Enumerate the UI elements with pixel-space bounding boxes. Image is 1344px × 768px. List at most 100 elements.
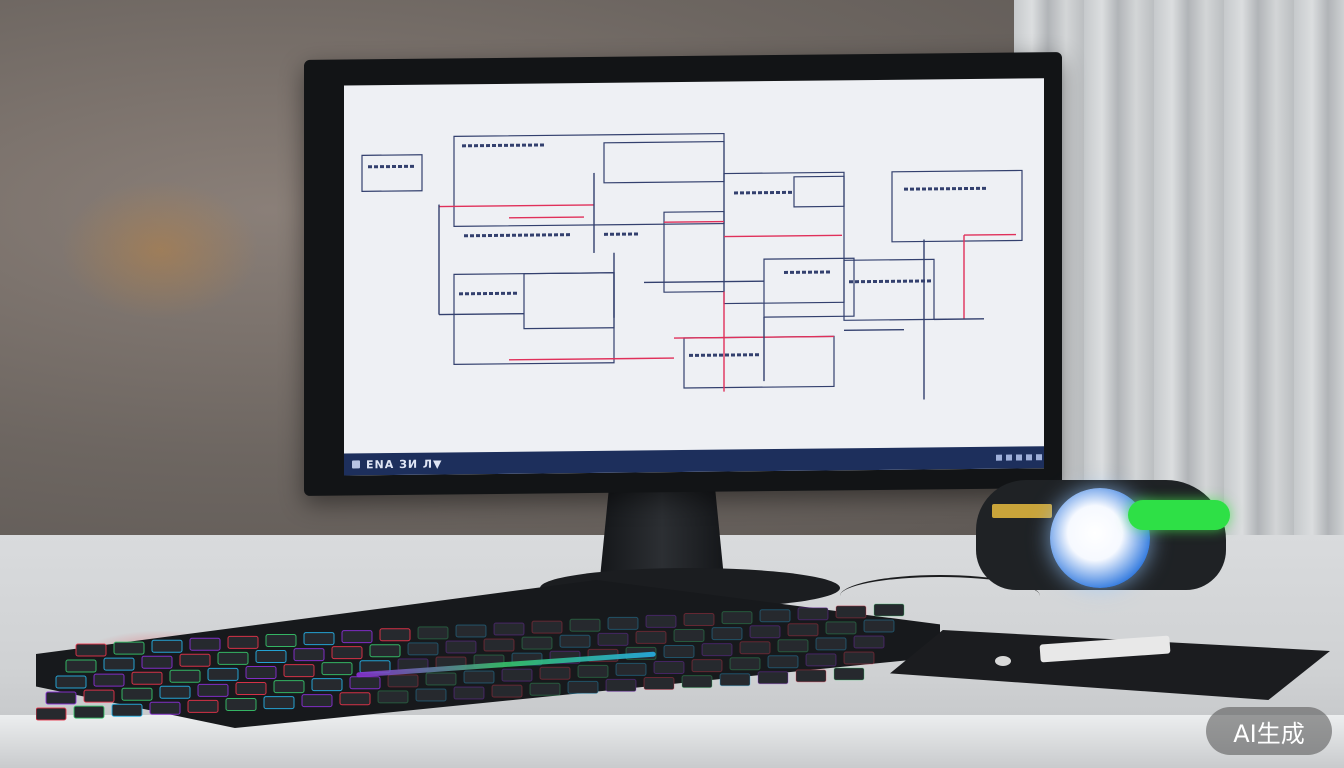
keyboard-keys: [36, 603, 905, 721]
diagram-label-mark: [964, 187, 968, 191]
diagram-label-mark: [713, 353, 717, 357]
keyboard-key: [151, 639, 183, 653]
diagram-wire: [439, 312, 524, 316]
keyboard-key: [349, 676, 381, 690]
keyboard-key: [673, 629, 705, 643]
diagram-label-mark: [498, 143, 502, 147]
keyboard-key: [531, 620, 563, 634]
diagram-label-mark: [808, 270, 812, 274]
keyboard-key: [197, 683, 229, 697]
keyboard-key: [645, 614, 677, 628]
keyboard-key: [759, 609, 791, 623]
keyboard-key: [113, 641, 145, 655]
keyboard-key: [265, 633, 297, 647]
diagram-label-mark: [719, 353, 723, 357]
diagram-label-mark: [634, 232, 638, 236]
diagram-label-mark: [796, 270, 800, 274]
diagram-label-mark: [464, 234, 468, 238]
keyboard-key: [521, 636, 553, 650]
diagram-label-mark: [897, 279, 901, 283]
keyboard-key: [415, 688, 447, 702]
keyboard-key: [141, 655, 173, 669]
diagram-label-mark: [782, 190, 786, 194]
diagram-label-mark: [494, 233, 498, 237]
diagram-label-mark: [518, 233, 522, 237]
diagram-label-mark: [916, 187, 920, 191]
diagram-label-mark: [510, 143, 514, 147]
keyboard-key: [597, 632, 629, 646]
diagram-label-mark: [758, 191, 762, 195]
keyboard-key: [843, 651, 875, 665]
system-tray: [996, 454, 1042, 461]
keyboard-key: [303, 632, 335, 646]
diagram-block: [453, 272, 615, 366]
keyboard-key: [681, 675, 713, 689]
ai-generated-watermark: AI生成: [1206, 707, 1332, 755]
diagram-label-mark: [540, 143, 544, 147]
keyboard-key: [567, 680, 599, 694]
keyboard-key: [149, 701, 181, 715]
diagram-wire: [674, 335, 834, 339]
diagram-label-mark: [802, 270, 806, 274]
diagram-label-mark: [725, 353, 729, 357]
diagram-label-mark: [506, 233, 510, 237]
diagram-label-mark: [465, 292, 469, 296]
diagram-label-mark: [616, 232, 620, 236]
keyboard-key: [387, 674, 419, 688]
keyboard-key: [539, 666, 571, 680]
diagram-label-mark: [784, 270, 788, 274]
diagram-label-mark: [386, 165, 390, 169]
keyboard-key: [605, 678, 637, 692]
keyboard-key: [463, 670, 495, 684]
taskbar-label: ENA ЗИ Л▼: [366, 457, 443, 471]
diagram-wire: [664, 220, 724, 223]
diagram-label-mark: [536, 233, 540, 237]
keyboard-key: [217, 651, 249, 665]
diagram-label-mark: [482, 234, 486, 238]
keyboard-key: [833, 667, 865, 681]
diagram-label-mark: [755, 353, 759, 357]
diagram-label-mark: [522, 143, 526, 147]
diagram-label-mark: [489, 291, 493, 296]
keyboard-key: [805, 653, 837, 667]
diagram-label-mark: [380, 165, 384, 169]
diagram-label-mark: [879, 279, 883, 283]
diagram-label-mark: [486, 144, 490, 148]
diagram-label-mark: [368, 165, 372, 169]
keyboard-key: [719, 673, 751, 687]
diagram-label-mark: [770, 191, 774, 195]
diagram-label-mark: [927, 279, 931, 283]
monitor-stand: [600, 478, 724, 578]
monitor: ENA ЗИ Л▼: [304, 52, 1062, 496]
diagram-label-mark: [462, 144, 466, 148]
diagram-label-mark: [873, 279, 877, 284]
keyboard-key: [73, 705, 105, 719]
diagram-label-mark: [500, 233, 504, 237]
tray-icon: [1036, 454, 1042, 461]
keyboard-key: [407, 642, 439, 656]
keyboard-key: [721, 611, 753, 625]
keyboard-key: [321, 662, 353, 676]
diagram-label-mark: [542, 233, 546, 237]
diagram-label-mark: [695, 353, 699, 357]
diagram-label-mark: [374, 165, 378, 169]
diagram-label-mark: [628, 232, 632, 236]
diagram-label-mark: [512, 233, 516, 237]
keyboard-key: [65, 659, 97, 673]
diagram-block: [843, 258, 935, 321]
keyboard-key: [235, 681, 267, 695]
keyboard-key: [301, 694, 333, 708]
diagram-label-mark: [507, 291, 511, 295]
keyboard-key: [83, 689, 115, 703]
diagram-label-mark: [470, 234, 474, 238]
keyboard-key: [777, 639, 809, 653]
keyboard-key: [453, 686, 485, 700]
diagram-label-mark: [483, 292, 487, 296]
headset-green-led: [1128, 500, 1230, 530]
diagram-label-mark: [610, 232, 614, 236]
keyboard-key: [863, 619, 895, 633]
keyboard-key: [339, 692, 371, 706]
keyboard-key: [749, 625, 781, 639]
start-icon: [352, 460, 360, 469]
diagram-label-mark: [495, 291, 499, 295]
